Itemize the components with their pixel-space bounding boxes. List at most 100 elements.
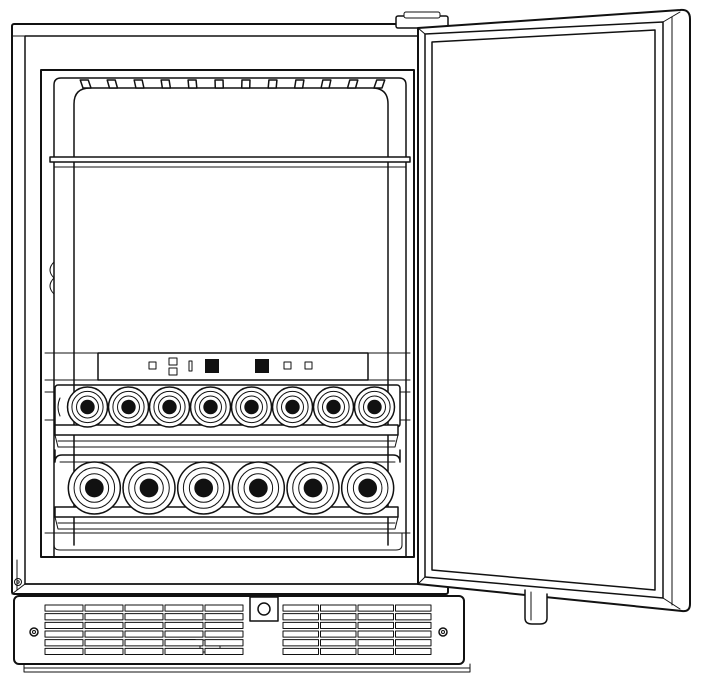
vent-slot	[346, 79, 359, 89]
vent-slot	[267, 79, 278, 89]
wine-bottle-icon	[148, 386, 191, 428]
grille-slot	[44, 604, 84, 612]
grille-slot	[282, 613, 319, 621]
grille-slot	[282, 630, 319, 638]
grille-slot	[204, 639, 244, 647]
lock-icon[interactable]	[188, 360, 193, 372]
vent-slot	[160, 79, 172, 89]
grille-slot	[320, 604, 357, 612]
grille-slot	[357, 639, 394, 647]
vent-slot	[320, 79, 332, 89]
grille-slot	[395, 604, 432, 612]
wine-bottle-icon	[66, 386, 109, 428]
lower-wine-rack	[44, 449, 411, 551]
wine-bottle-icon	[271, 386, 314, 428]
grille-slot	[84, 639, 124, 647]
grille-slot	[357, 647, 394, 655]
grille-slot	[84, 621, 124, 629]
grille-slot	[164, 621, 204, 629]
grille-slot	[124, 630, 164, 638]
vent-slot	[240, 79, 251, 89]
glass-shelf	[49, 156, 411, 168]
grille-slot	[204, 630, 244, 638]
grille-slot	[320, 630, 357, 638]
grille-slot	[204, 613, 244, 621]
grille-slot	[44, 639, 84, 647]
wine-bottle-icon	[353, 386, 396, 428]
wine-bottle-icon	[230, 386, 273, 428]
lower-cabinet	[14, 559, 437, 591]
down-icon[interactable]	[304, 361, 313, 370]
vent-slot	[373, 79, 386, 89]
wine-bottle-icon	[176, 461, 231, 515]
grille-right	[282, 604, 432, 655]
fan-icon[interactable]	[168, 357, 178, 366]
wine-bottle-icon	[312, 386, 355, 428]
grille-slot	[282, 647, 319, 655]
grille-slot	[44, 630, 84, 638]
grille-slot	[164, 613, 204, 621]
grille-slot	[44, 613, 84, 621]
screw-icon	[29, 627, 39, 637]
wine-bottle-icon	[107, 386, 150, 428]
upper-rack-bottles	[57, 386, 396, 428]
grille-slot	[395, 613, 432, 621]
grille-slot	[357, 613, 394, 621]
grille-slot	[357, 621, 394, 629]
upper-wine-rack	[44, 384, 411, 448]
hinge-pin-icon	[257, 602, 271, 616]
vent-slot	[214, 79, 225, 89]
grille-slot	[357, 630, 394, 638]
top-hinge	[395, 11, 449, 29]
grille-slot	[320, 613, 357, 621]
vent-slot	[293, 79, 305, 89]
grille-slot	[204, 621, 244, 629]
vent-slot	[187, 79, 198, 89]
lower-rack-bottles	[67, 461, 395, 515]
grille-slot	[164, 639, 204, 647]
grille-slot	[395, 647, 432, 655]
wine-bottle-icon	[122, 461, 176, 515]
vent-slot	[106, 79, 119, 89]
top-vent-slots	[79, 79, 386, 89]
grille-slot	[44, 621, 84, 629]
grille-slot	[204, 647, 244, 655]
grille-slot	[84, 647, 124, 655]
vent-slot	[133, 79, 145, 89]
grille-slot	[282, 639, 319, 647]
grille-slot	[164, 630, 204, 638]
light-icon[interactable]	[148, 361, 157, 370]
grille-slot	[164, 604, 204, 612]
grille-slot	[204, 604, 244, 612]
wine-bottle-icon	[231, 461, 286, 515]
up-icon[interactable]	[283, 361, 292, 370]
screw-icon	[14, 578, 22, 586]
grille-slot	[282, 604, 319, 612]
grille-left	[44, 604, 244, 655]
grille-slot	[395, 621, 432, 629]
open-door[interactable]	[417, 8, 691, 625]
grille-slot	[357, 604, 394, 612]
wine-bottle-icon	[340, 461, 395, 515]
wine-bottle-icon	[286, 461, 340, 515]
grille-slot	[124, 604, 164, 612]
grille-slot	[124, 647, 164, 655]
kick-plate-screws	[29, 627, 448, 637]
display-right	[255, 359, 269, 373]
grille-slot	[395, 639, 432, 647]
grille-slot	[124, 613, 164, 621]
grille-slot	[124, 621, 164, 629]
grille-slot	[282, 621, 319, 629]
wine-bottle-icon	[67, 461, 122, 515]
grille-slot	[164, 647, 204, 655]
grille-slot	[84, 613, 124, 621]
grille-slot	[320, 621, 357, 629]
control-panel	[44, 352, 411, 381]
display-left	[205, 359, 219, 373]
vent-slot	[79, 79, 92, 89]
grille-slot	[320, 647, 357, 655]
fan-icon-lower[interactable]	[168, 367, 178, 376]
grille-slot	[395, 630, 432, 638]
screw-icon	[438, 627, 448, 637]
